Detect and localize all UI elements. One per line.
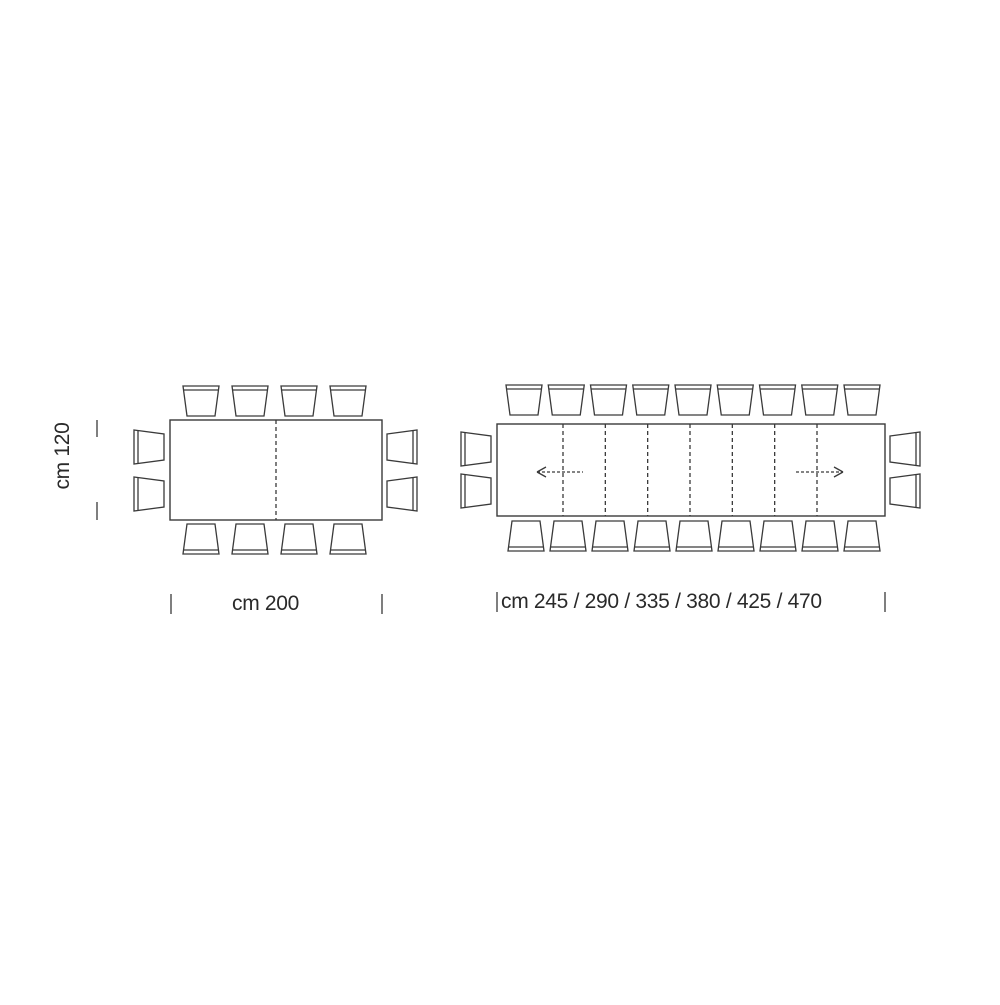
extended-chair-top-9 [843,384,881,416]
extended-width-label: cm 245 / 290 / 335 / 380 / 425 / 470 [501,590,822,613]
closed-width-label: cm 200 [232,592,300,615]
closed-chair-top-3 [280,385,318,417]
closed-chair-left-2 [133,476,165,512]
closed-chair-bottom-3 [280,523,318,555]
closed-chair-bottom-1 [182,523,220,555]
extended-chair-right-2 [889,473,921,509]
extended-chair-top-8 [801,384,839,416]
closed-chair-left-1 [133,429,165,465]
extended-chair-top-2 [547,384,585,416]
extended-chair-left-2 [460,473,492,509]
extended-chair-bottom-5 [675,520,713,552]
closed-chair-right-2 [386,476,418,512]
closed-chair-top-4 [329,385,367,417]
extended-chair-left-1 [460,431,492,467]
extended-chair-top-7 [758,384,797,416]
closed-chair-top-2 [231,385,269,417]
extended-chair-bottom-9 [843,520,881,552]
extension-arrow-left-head [536,466,547,478]
extended-table-top [496,423,886,517]
extension-arrow-right-head [833,466,844,478]
extended-chair-top-5 [674,384,712,416]
extended-chair-top-6 [716,384,754,416]
extended-chair-bottom-8 [801,520,839,552]
extended-chair-bottom-7 [759,520,797,552]
extended-chair-top-1 [505,384,543,416]
extended-chair-bottom-6 [717,520,755,552]
extended-chair-right-1 [889,431,921,467]
closed-chair-right-1 [386,429,418,465]
extended-chair-bottom-4 [633,520,671,552]
extended-chair-bottom-2 [549,520,587,552]
extended-chair-top-4 [632,384,670,416]
extended-chair-bottom-3 [591,520,629,552]
closed-chair-bottom-2 [231,523,269,555]
closed-chair-top-1 [182,385,220,417]
depth-label: cm 120 [51,422,74,490]
extended-chair-top-3 [589,384,628,416]
extended-chair-bottom-1 [507,520,545,552]
closed-chair-bottom-4 [329,523,367,555]
